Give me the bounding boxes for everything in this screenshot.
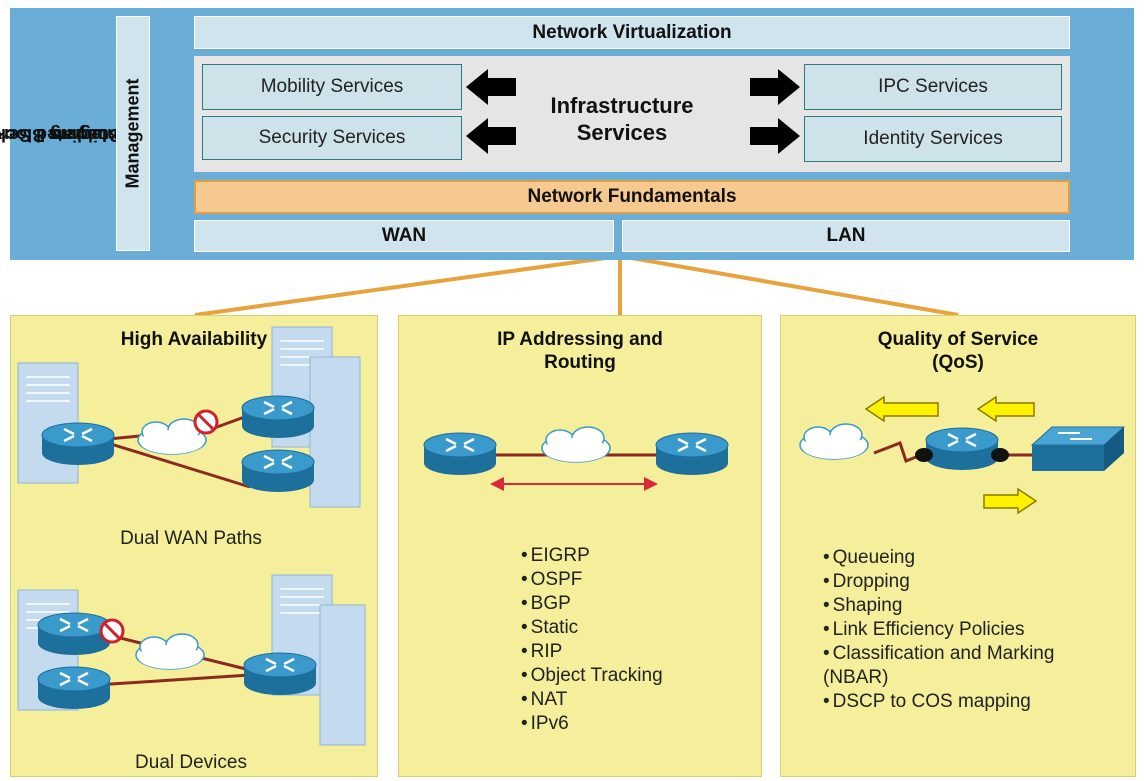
arrow-icon [750, 118, 800, 154]
list-item: OSPF [521, 568, 663, 592]
lan-bar: LAN [622, 220, 1070, 252]
infrastructure-line: Services [576, 120, 668, 145]
arrow-icon [466, 69, 516, 105]
network-virtualization-label: Network Virtualization [532, 21, 732, 43]
ip-routing-diagram [422, 426, 730, 491]
wan-label: WAN [381, 225, 427, 246]
wan-bar: WAN [194, 220, 614, 252]
cloud-icon [541, 426, 611, 463]
building-icon [271, 326, 361, 508]
security-services-box: Security Services [202, 116, 462, 160]
service-arrows [466, 69, 800, 154]
cloud-icon [799, 423, 869, 460]
list-item: Classification and Marking [823, 642, 1055, 666]
router-icon [36, 611, 112, 657]
list-item: Static [521, 616, 663, 640]
no-entry-icon [193, 409, 219, 435]
cloud-icon [135, 633, 205, 670]
ip-routing-title-line: IP Addressing and [497, 329, 663, 350]
qos-title: Quality of Service (QoS) [781, 328, 1135, 374]
high-availability-title: High Availability [120, 329, 268, 350]
ip-routing-title-line: Routing [544, 352, 616, 373]
network-fundamentals-bar: Network Fundamentals [194, 180, 1070, 214]
list-item: (NBAR) [823, 667, 889, 688]
router-icon [40, 421, 116, 467]
router-icon [924, 426, 1000, 472]
building-icon [271, 574, 366, 746]
security-services-label: Security Services [258, 127, 406, 148]
arrow-icon [864, 395, 1038, 515]
ip-routing-title: IP Addressing and Routing [399, 328, 761, 374]
network-fundamentals-label: Network Fundamentals [527, 186, 737, 207]
list-item: EIGRP [521, 544, 663, 568]
qos-diagram [799, 395, 1126, 515]
router-icon [654, 431, 730, 477]
connector-line [619, 254, 959, 317]
qos-title-line: Quality of Service [877, 329, 1039, 350]
router-icon [240, 448, 316, 494]
high-availability-diagram [17, 326, 366, 746]
no-entry-icon [99, 618, 125, 644]
arrow-icon [750, 69, 800, 105]
switch-icon [1030, 426, 1126, 471]
router-icon [36, 665, 112, 711]
list-item: BGP [521, 592, 663, 616]
routing-protocol-list: EIGRP OSPF BGP Static RIP Object Trackin… [521, 544, 663, 736]
lan-label: LAN [826, 225, 866, 246]
identity-services-box: Identity Services [804, 116, 1062, 162]
list-item: RIP [521, 640, 663, 664]
dual-devices-caption: Dual Devices [135, 752, 247, 773]
network-virtualization-bar: Network Virtualization [194, 16, 1070, 49]
list-item: NAT [521, 688, 663, 712]
list-item: Link Efficiency Policies [823, 618, 1054, 642]
ipc-services-label: IPC Services [878, 76, 988, 97]
list-item: Queueing [823, 546, 1054, 570]
arrow-icon [466, 118, 516, 154]
router-icon [240, 394, 316, 440]
dual-wan-paths-caption: Dual WAN Paths [120, 528, 262, 549]
ip-routing-panel: IP Addressing and Routing EIGRP OSPF BGP… [398, 315, 762, 777]
router-icon [422, 431, 498, 477]
qos-title-line: (QoS) [932, 352, 984, 373]
interface-dot [915, 448, 933, 462]
management-bar: Management [116, 16, 150, 251]
router-icon [242, 651, 318, 697]
qos-feature-list: Queueing Dropping Shaping Link Efficienc… [823, 546, 1054, 714]
qos-panel: Quality of Service (QoS) Queueing Droppi… [780, 315, 1136, 777]
ipc-services-box: IPC Services [804, 64, 1062, 110]
mobility-services-label: Mobility Services [260, 76, 404, 97]
connector-line [194, 254, 621, 317]
list-item: Dropping [823, 570, 1054, 594]
infrastructure-line: Infrastructure [550, 93, 694, 118]
list-item: Object Tracking [521, 664, 663, 688]
list-item: DSCP to COS mapping [823, 690, 1054, 714]
list-item: IPv6 [521, 712, 663, 736]
list-item: Shaping [823, 594, 1054, 618]
arrow-icon [490, 477, 658, 491]
interface-dot [991, 448, 1009, 462]
infrastructure-services-label: Infrastructure Services [520, 92, 724, 146]
mobility-services-box: Mobility Services [202, 64, 462, 110]
identity-services-label: Identity Services [863, 128, 1003, 149]
